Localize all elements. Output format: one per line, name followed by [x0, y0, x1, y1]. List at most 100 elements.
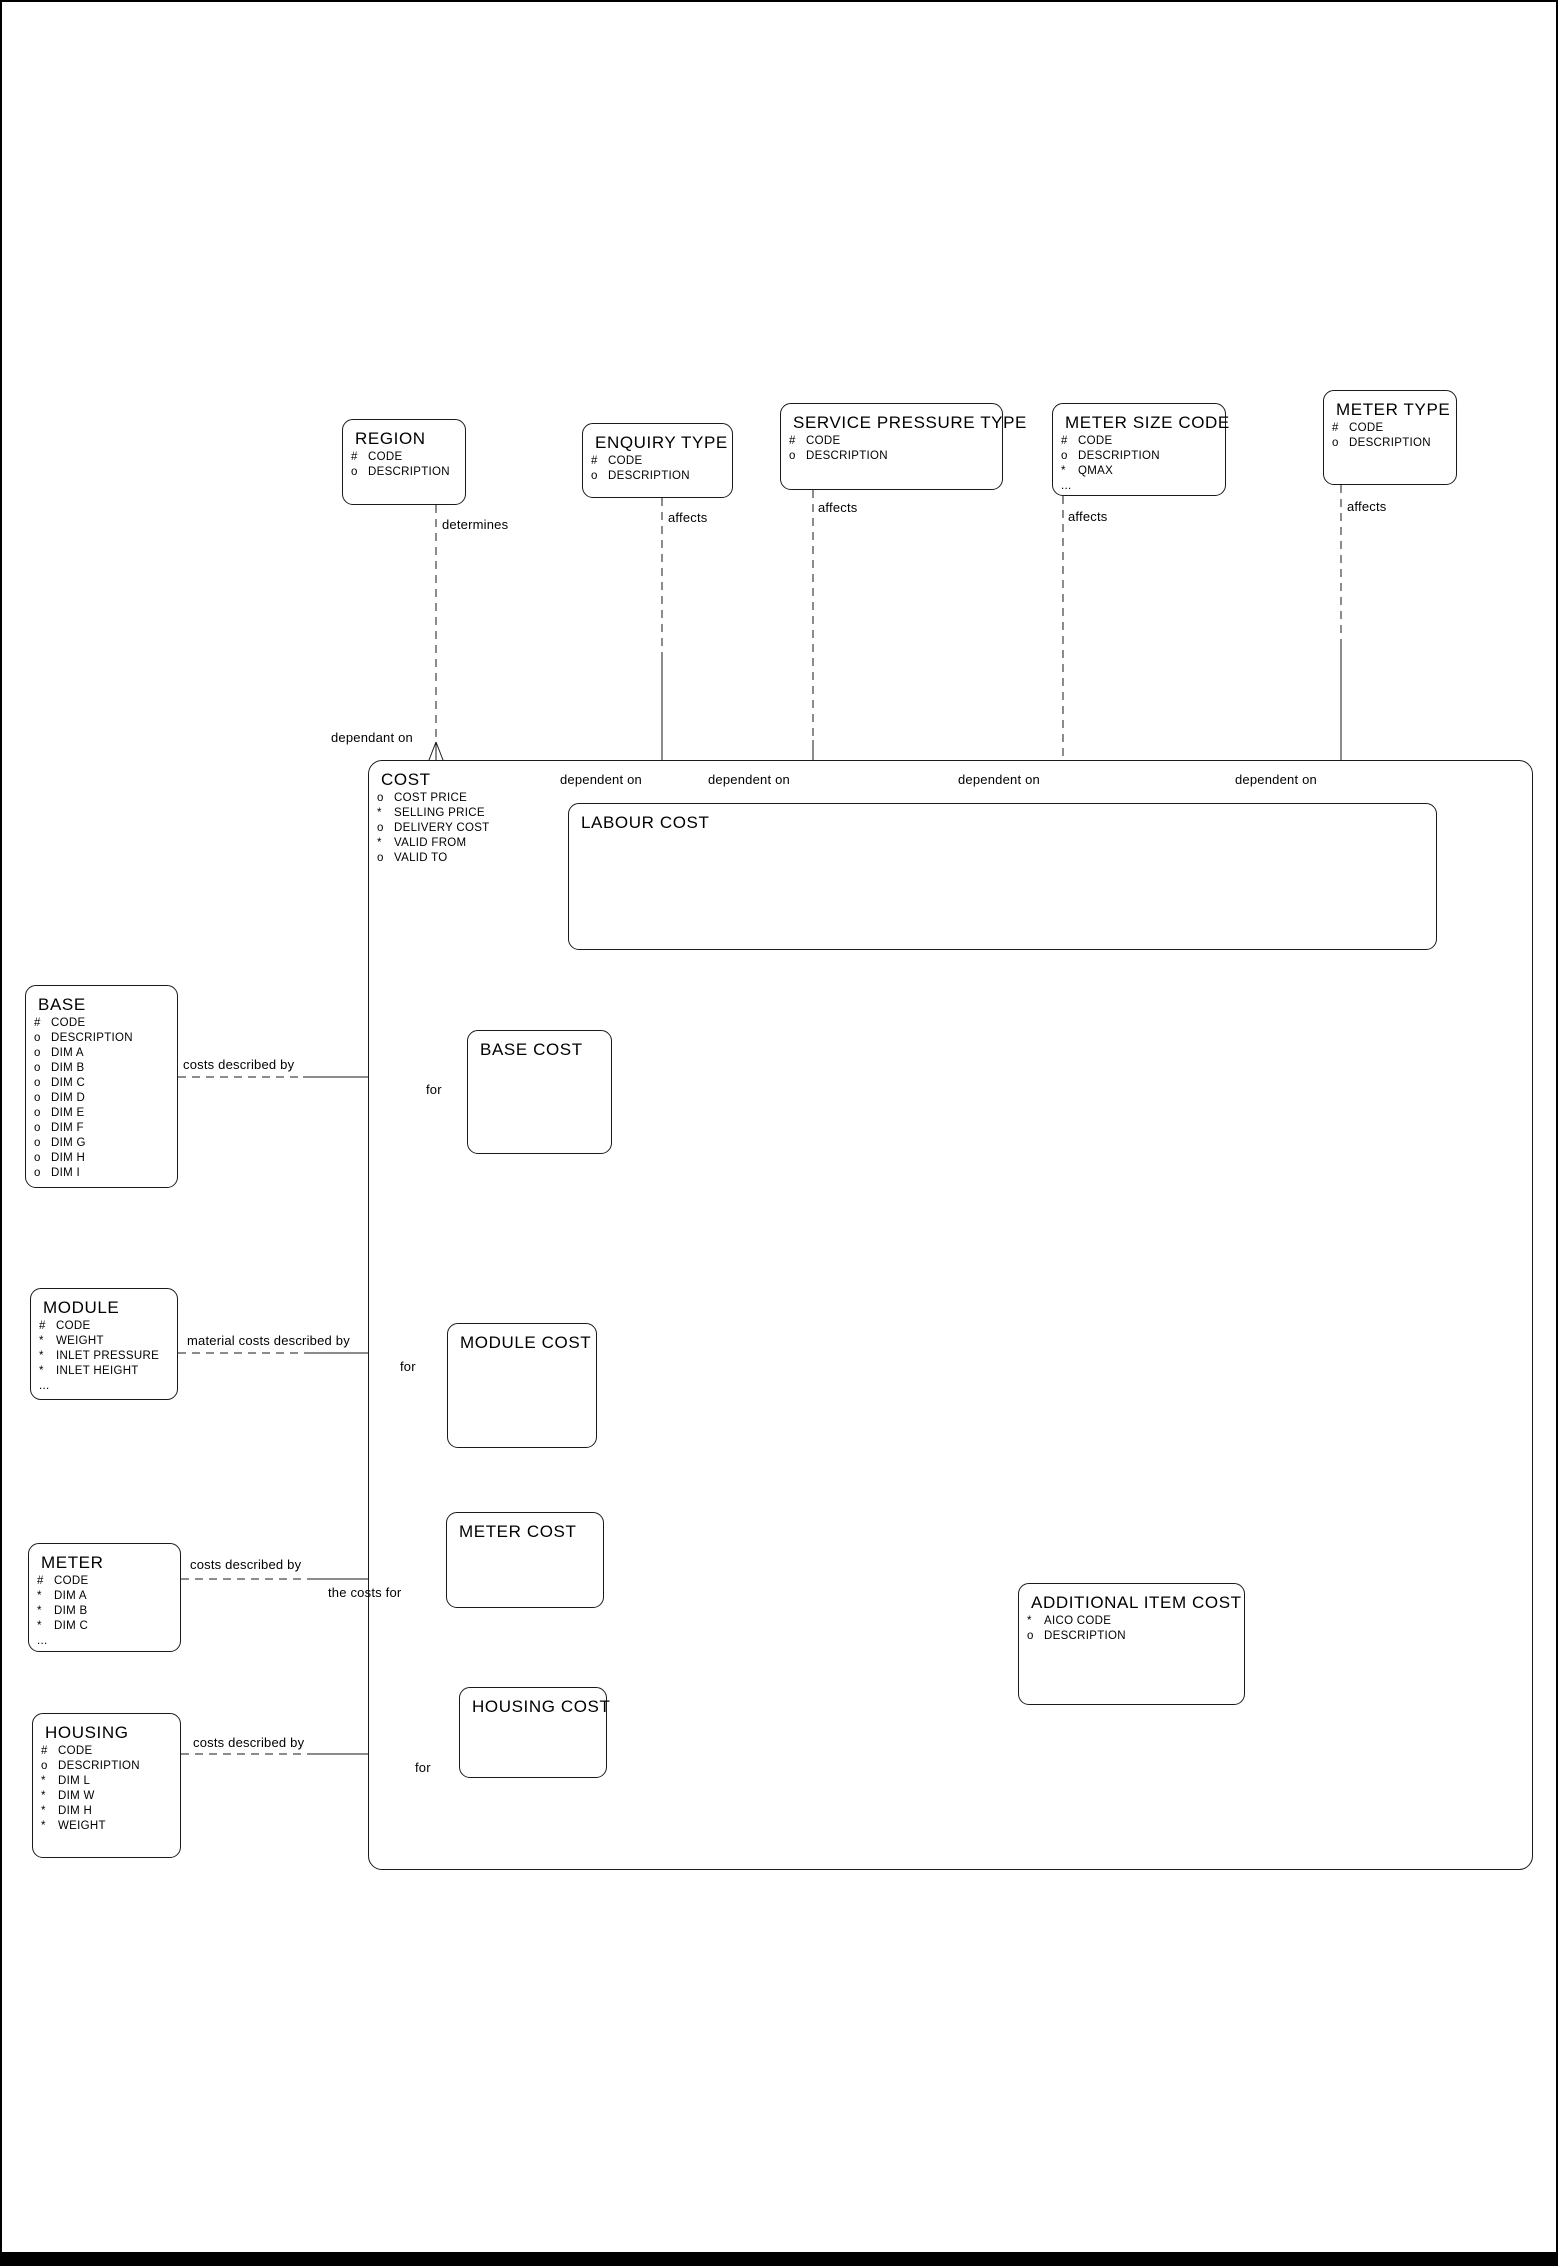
relationship-label-affects-service-pressure-type: affects [818, 500, 858, 515]
entity-title: MODULE [43, 1298, 120, 1317]
entity-title: METER COST [459, 1522, 577, 1541]
entity-attributes: #CODE *DIM A *DIM B *DIM C... [37, 1574, 172, 1649]
entity-title: SERVICE PRESSURE TYPE [793, 413, 1027, 432]
entity-title: ENQUIRY TYPE [595, 433, 728, 452]
relationship-label-affects-meter-size-code: affects [1068, 509, 1108, 524]
relationship-label-for-module: for [400, 1359, 416, 1374]
entity-title: HOUSING COST [472, 1697, 611, 1716]
entity-base-cost[interactable]: BASE COST [467, 1030, 612, 1154]
attribute-row: ... [1061, 480, 1072, 492]
entity-module[interactable]: MODULE #CODE*WEIGHT*INLET PRESSURE*INLET… [30, 1288, 178, 1400]
relationship-label-for-housing: for [415, 1760, 431, 1775]
attribute-row: *SELLING PRICE [377, 807, 485, 819]
entity-title: METER [41, 1553, 104, 1572]
relationship-label-dependent-on-2: dependent on [708, 772, 790, 787]
page-footer-bar [0, 2252, 1558, 2266]
attribute-row: #CODE [41, 1745, 93, 1757]
attribute-row: #CODE [37, 1575, 89, 1587]
entity-housing-cost[interactable]: HOUSING COST [459, 1687, 611, 1778]
attribute-row: *INLET PRESSURE [39, 1350, 160, 1362]
entity-title: LABOUR COST [581, 813, 710, 832]
relationship-label-affects-meter-type: affects [1347, 499, 1387, 514]
attribute-row: *WEIGHT [39, 1335, 104, 1347]
relationship-label-costs-described-by-meter: costs described by [190, 1557, 302, 1572]
entity-title: MODULE COST [460, 1333, 592, 1352]
attribute-row: *DIM A [37, 1590, 87, 1602]
relationship-label-the-costs-for: the costs for [328, 1585, 402, 1600]
attribute-row: ... [37, 1635, 48, 1647]
relationship-label-dependent-on-3: dependent on [958, 772, 1040, 787]
relationship-label-affects-enquiry-type: affects [668, 510, 708, 525]
entity-meter-cost[interactable]: METER COST [446, 1512, 604, 1608]
relationship-region-cost [428, 505, 444, 761]
relationship-label-dependent-on-4: dependent on [1235, 772, 1317, 787]
attribute-row: *DIM B [37, 1605, 88, 1617]
entity-title: REGION [355, 429, 426, 448]
attribute-row: #CODE [789, 435, 841, 447]
entity-meter[interactable]: METER #CODE *DIM A *DIM B *DIM C... [28, 1543, 181, 1652]
entity-attributes: #CODE*WEIGHT*INLET PRESSURE*INLET HEIGHT… [39, 1319, 169, 1394]
entity-labour-cost[interactable]: LABOUR COST [568, 803, 1437, 950]
attribute-row: *DIM W [41, 1790, 95, 1802]
entity-title: ADDITIONAL ITEM COST [1031, 1593, 1242, 1612]
attribute-row: *INLET HEIGHT [39, 1365, 139, 1377]
relationship-label-costs-described-by-base: costs described by [183, 1057, 295, 1072]
entity-title: BASE COST [480, 1040, 583, 1059]
attribute-row: *AICO CODE [1027, 1615, 1112, 1627]
attribute-row: *QMAX [1061, 465, 1114, 477]
attribute-row: *VALID FROM [377, 837, 467, 849]
relationship-label-determines: determines [442, 517, 509, 532]
entity-title: COST [381, 770, 431, 789]
attribute-row: #CODE [591, 455, 643, 467]
relationship-service-pressure-type-labour-cost [805, 490, 821, 804]
relationship-enquiry-type-labour-cost [654, 498, 670, 804]
entity-module-cost[interactable]: MODULE COST [447, 1323, 597, 1448]
relationship-label-costs-described-by-housing: costs described by [193, 1735, 305, 1750]
entity-title: METER TYPE [1336, 400, 1451, 419]
relationship-meter-size-code-labour-cost [1055, 496, 1071, 804]
entity-title: BASE [38, 995, 86, 1014]
attribute-row: *DIM L [41, 1775, 91, 1787]
attribute-row: #CODE [351, 451, 403, 463]
attribute-row: *DIM C [37, 1620, 89, 1632]
relationship-label-material-costs-described-by: material costs described by [187, 1333, 350, 1348]
relationship-label-dependant-on: dependant on [331, 730, 413, 745]
entity-title: METER SIZE CODE [1065, 413, 1230, 432]
attribute-row: *DIM H [41, 1805, 93, 1817]
entity-title: HOUSING [45, 1723, 129, 1742]
attribute-row: #CODE [34, 1017, 86, 1029]
relationship-label-for-base: for [426, 1082, 442, 1097]
